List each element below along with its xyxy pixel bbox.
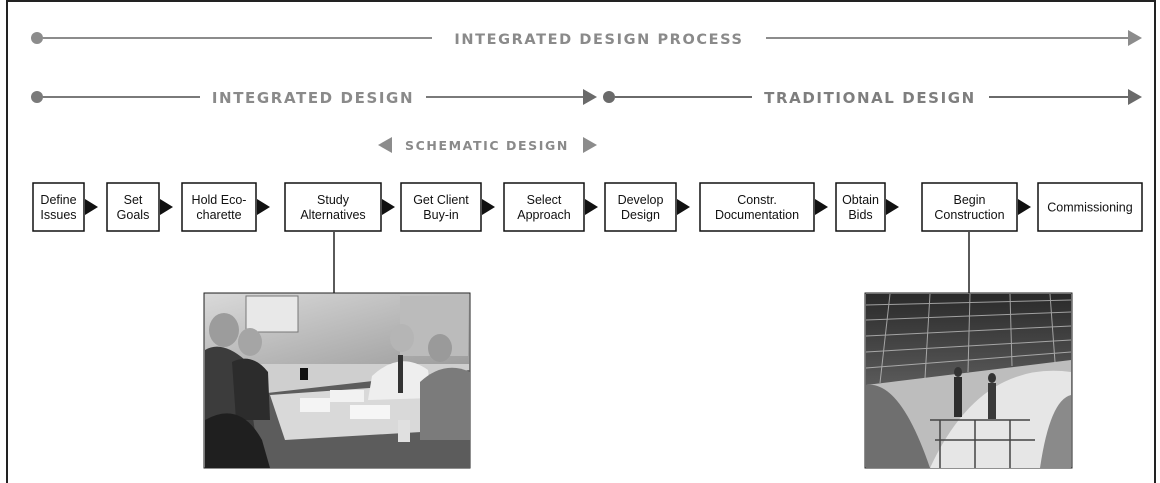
process-label: INTEGRATED DESIGN PROCESS [454, 32, 743, 48]
construction-photo [864, 292, 1073, 469]
step-arrow [1018, 199, 1031, 215]
step-arrow [886, 199, 899, 215]
step-label-line: Set [124, 193, 143, 207]
process-start-dot [31, 32, 43, 44]
step-box: Hold Eco-charette [181, 182, 257, 232]
step-box-border [181, 182, 257, 232]
step-box-border [1037, 182, 1143, 232]
schematic-right-arrow [583, 137, 597, 153]
step-label-line: Constr. [737, 193, 777, 207]
step-box: Commissioning [1037, 182, 1143, 232]
traditional-label: TRADITIONAL DESIGN [764, 89, 976, 107]
step-arrow [815, 199, 828, 215]
integrated-start-dot [31, 91, 43, 103]
process-arrowhead [1128, 30, 1142, 46]
step-arrow [160, 199, 173, 215]
step-label-line: Study [317, 193, 350, 207]
traditional-start-dot [603, 91, 615, 103]
traditional-timeline: TRADITIONAL DESIGN [603, 89, 1142, 107]
step-label-line: Goals [117, 208, 150, 222]
step-arrow [382, 199, 395, 215]
step-arrow [257, 199, 270, 215]
step-label-line: Hold Eco- [192, 193, 247, 207]
step-label-line: Construction [934, 208, 1004, 222]
step-label-line: Get Client [413, 193, 469, 207]
step-box-border [284, 182, 382, 232]
step-label-line: Buy-in [423, 208, 458, 222]
step-label-line: Select [527, 193, 562, 207]
step-box-border [503, 182, 585, 232]
meeting-photo [203, 292, 471, 469]
step-box-border [400, 182, 482, 232]
step-label-line: Bids [848, 208, 872, 222]
step-box-border [921, 182, 1018, 232]
step-label-line: Develop [618, 193, 664, 207]
traditional-arrowhead [1128, 89, 1142, 105]
step-arrow [585, 199, 598, 215]
step-label-line: Design [621, 208, 660, 222]
step-label-line: Issues [40, 208, 76, 222]
step-label-line: Commissioning [1047, 201, 1132, 215]
step-box-border [835, 182, 886, 232]
step-box: Constr.Documentation [699, 182, 815, 232]
step-box-border [106, 182, 160, 232]
step-label-line: Define [40, 193, 76, 207]
integrated-label: INTEGRATED DESIGN [212, 89, 414, 107]
step-arrow [85, 199, 98, 215]
step-label-line: charette [196, 208, 241, 222]
schematic-range: SCHEMATIC DESIGN [378, 137, 597, 153]
schematic-label: SCHEMATIC DESIGN [405, 138, 569, 153]
step-box-border [32, 182, 85, 232]
step-arrow [482, 199, 495, 215]
step-label-line: Begin [954, 193, 986, 207]
step-box-border [604, 182, 677, 232]
step-label-line: Approach [517, 208, 571, 222]
process-timeline: INTEGRATED DESIGN PROCESS [31, 30, 1142, 48]
step-label-line: Alternatives [300, 208, 365, 222]
schematic-left-arrow [378, 137, 392, 153]
diagram-frame [6, 0, 1156, 483]
integrated-timeline: INTEGRATED DESIGN [31, 89, 597, 107]
step-arrow [677, 199, 690, 215]
step-label-line: Obtain [842, 193, 879, 207]
integrated-arrowhead [583, 89, 597, 105]
step-box-border [699, 182, 815, 232]
step-label-line: Documentation [715, 208, 799, 222]
